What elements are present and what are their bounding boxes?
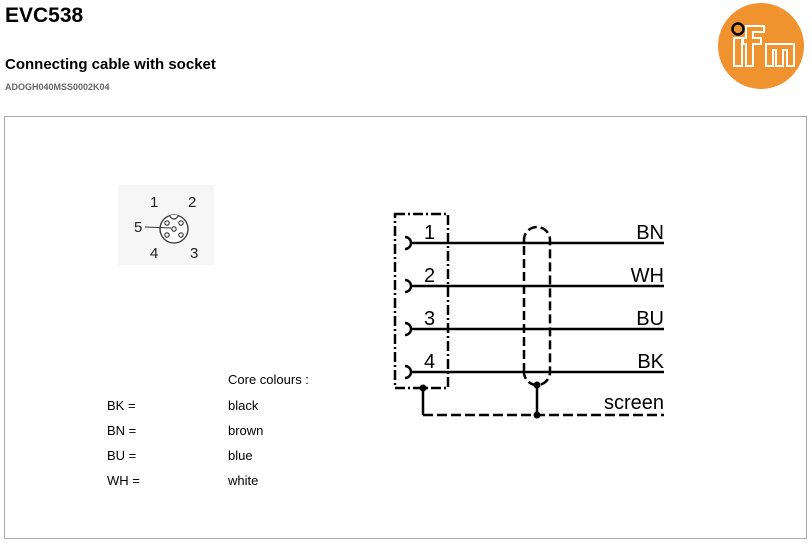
- legend-name: blue: [228, 448, 253, 463]
- legend-code: BK =: [107, 398, 136, 413]
- connector-pinout: 1 2 3 4 5: [118, 185, 214, 265]
- legend-name: black: [228, 398, 259, 413]
- legend-name: brown: [228, 423, 264, 438]
- pin-label-3: 3: [190, 245, 198, 262]
- pin-label-2: 2: [188, 194, 196, 211]
- legend-code: BU =: [107, 448, 137, 463]
- legend-code: BN =: [107, 423, 137, 438]
- pin-label-1: 1: [150, 194, 158, 211]
- pin-label-4: 4: [150, 245, 158, 262]
- legend-name: white: [228, 473, 259, 488]
- product-subtitle: Connecting cable with socket: [5, 56, 216, 73]
- drawing-frame: [4, 116, 807, 539]
- pin-label-5: 5: [134, 219, 142, 236]
- ifm-logo: [718, 3, 804, 89]
- page-title: EVC538: [5, 4, 84, 27]
- legend-title: Core colours :: [228, 372, 309, 387]
- article-code: ADOGH040MSS0002K04: [5, 82, 110, 92]
- legend-code: WH =: [107, 473, 140, 488]
